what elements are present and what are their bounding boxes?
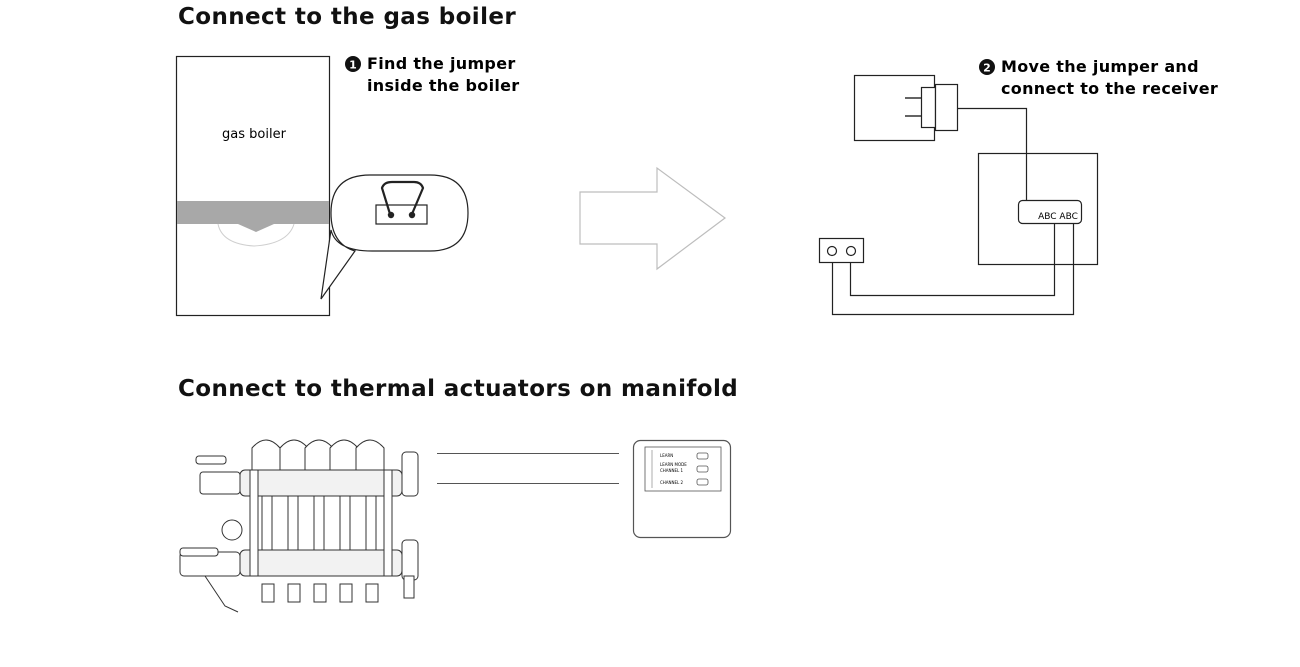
step1-line2: inside the boiler bbox=[367, 76, 519, 95]
wall-receiver-button-1[interactable] bbox=[696, 452, 709, 460]
heading-gas-boiler: Connect to the gas boiler bbox=[178, 4, 517, 30]
receiver-terminal-label: ABC ABC bbox=[1038, 212, 1078, 222]
wall-receiver-row-4: CHANNEL 2 bbox=[660, 480, 684, 485]
wires bbox=[831, 107, 1075, 316]
wall-receiver-button-3[interactable] bbox=[696, 478, 709, 486]
boiler-icon: gas boiler bbox=[175, 55, 331, 317]
jumper-callout bbox=[320, 174, 469, 300]
wall-receiver-icon: LEARN LEARN MODE CHANNEL 1 CHANNEL 2 bbox=[632, 439, 732, 539]
wall-receiver-row-1: LEARN bbox=[660, 453, 673, 458]
terminal-block-icon bbox=[818, 237, 865, 264]
step2-line2: connect to the receiver bbox=[1001, 79, 1218, 98]
step2-line1: Move the jumper and bbox=[1001, 57, 1199, 76]
receiver-icon: ABC ABC bbox=[977, 152, 1099, 266]
boiler-label: gas boiler bbox=[222, 127, 287, 142]
manifold-icon bbox=[179, 439, 419, 613]
wall-receiver-button-2[interactable] bbox=[696, 465, 709, 473]
arrow-right-icon bbox=[579, 166, 727, 271]
wall-receiver-row-2: LEARN MODE bbox=[660, 462, 687, 467]
step2-number: 2 bbox=[983, 62, 991, 75]
wall-receiver-row-3: CHANNEL 1 bbox=[660, 468, 684, 473]
plug-adapter-icon bbox=[853, 74, 959, 142]
step1-number: 1 bbox=[349, 59, 357, 72]
heading-manifold: Connect to thermal actuators on manifold bbox=[178, 376, 739, 402]
step1-badge bbox=[345, 56, 361, 72]
step2-badge bbox=[979, 59, 995, 75]
step1-caption: 1 Find the jumper inside the boiler bbox=[345, 54, 519, 95]
step2-caption: 2 Move the jumper and connect to the rec… bbox=[979, 57, 1218, 98]
step1-line1: Find the jumper bbox=[367, 54, 516, 73]
jumper-icon bbox=[375, 180, 428, 225]
